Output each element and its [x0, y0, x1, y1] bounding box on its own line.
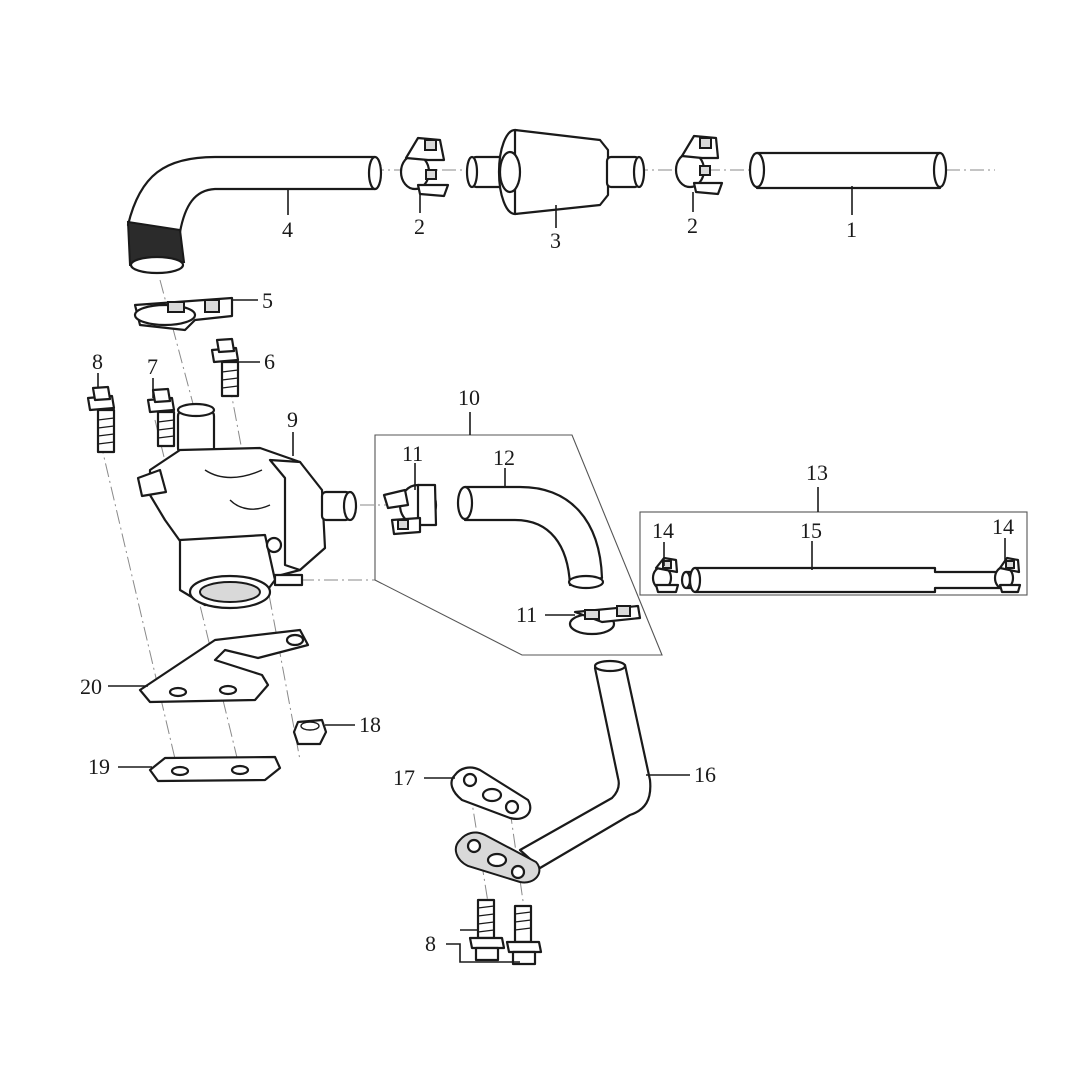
gasket-plate-part-19 [148, 755, 282, 783]
hose-clamp-part-2-right [674, 134, 724, 196]
bolt-part-8-bottom-right [505, 904, 543, 966]
clamp-part-11-upper [382, 483, 438, 536]
tube-part-15 [680, 566, 1002, 594]
callout-6: 6 [264, 349, 275, 374]
callout-1: 1 [846, 217, 857, 242]
bent-pipe-part-16 [518, 659, 652, 870]
sub-assembly-box-part-13 [639, 487, 1028, 596]
callout-9: 9 [287, 407, 298, 432]
callout-19: 19 [88, 754, 110, 779]
bolt-part-6 [210, 337, 240, 398]
callout-10: 10 [458, 385, 480, 410]
inline-filter-part-3 [465, 128, 646, 216]
bolt-part-8-left [86, 385, 116, 454]
callout-4: 4 [282, 217, 293, 242]
callout-20: 20 [80, 674, 102, 699]
clamp-part-14-right [993, 556, 1022, 594]
callout-labels: 1 2 2 3 4 5 6 7 8 9 10 11 12 11 13 14 15… [80, 213, 1014, 956]
nut-part-18 [292, 718, 328, 746]
callout-2-left: 2 [414, 214, 425, 239]
air-valve-body-part-9 [136, 402, 358, 610]
pipe-flange [454, 831, 541, 884]
callout-14-right: 14 [992, 514, 1014, 539]
bolt-part-8-bottom-left [468, 898, 506, 962]
callout-17: 17 [393, 765, 415, 790]
gasket-part-17 [450, 766, 532, 820]
callout-8-bottom: 8 [425, 931, 436, 956]
callout-18: 18 [359, 712, 381, 737]
callout-2-right: 2 [687, 213, 698, 238]
bent-hose-part-4 [126, 155, 383, 275]
callout-11-upper: 11 [402, 441, 423, 466]
hose-clamp-part-5 [133, 296, 234, 332]
clamp-part-14-left [651, 556, 680, 594]
mounting-bracket-part-20 [138, 628, 310, 704]
leader-lines [97, 186, 1006, 963]
callout-13: 13 [806, 460, 828, 485]
hose-clamp-part-2-left [399, 136, 450, 198]
callout-7: 7 [147, 354, 158, 379]
sub-assembly-box-part-10 [374, 412, 663, 656]
callout-11-lower: 11 [516, 602, 537, 627]
clamp-part-11-lower [568, 604, 642, 636]
callout-15: 15 [800, 518, 822, 543]
elbow-hose-part-12 [456, 485, 605, 590]
straight-hose-part-1 [748, 151, 948, 190]
callout-3: 3 [550, 228, 561, 253]
callout-5: 5 [262, 288, 273, 313]
callout-16: 16 [694, 762, 716, 787]
callout-8-top: 8 [92, 349, 103, 374]
callout-14-left: 14 [652, 518, 674, 543]
bolt-part-7 [146, 387, 176, 448]
callout-12: 12 [493, 445, 515, 470]
